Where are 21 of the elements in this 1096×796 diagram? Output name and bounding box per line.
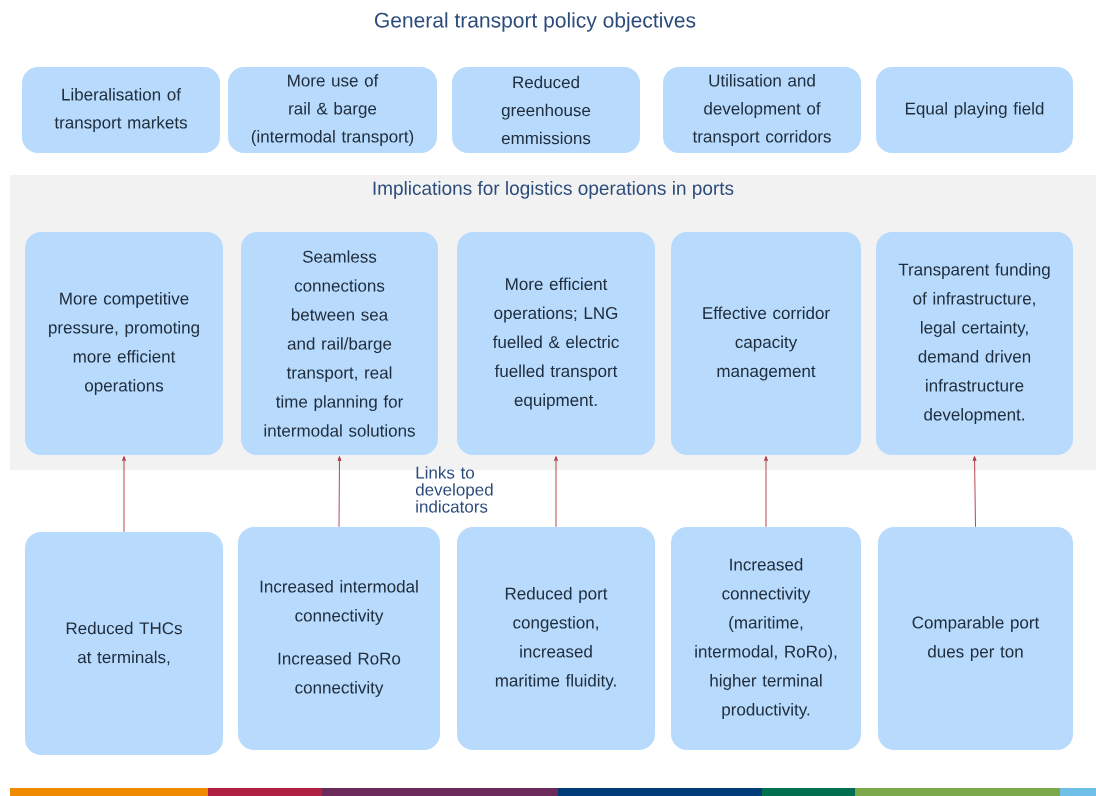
arrow xyxy=(764,456,768,528)
implication-box: More competitive pressure, promoting more efficient operations xyxy=(25,232,223,455)
implication-box: Seamless connections between sea and rail/barge transport, real time planning for intermodal solutions xyxy=(241,232,438,455)
indicator-box: Increased connectivity (maritime, intermodal, RoRo), higher terminal productivity. xyxy=(671,527,861,750)
implication-box: Effective corridor capacity management xyxy=(671,232,861,455)
indicator-box: Reduced port congestion, increased maritime fluidity. xyxy=(457,527,655,750)
objective-box: Liberalisation of transport markets xyxy=(22,67,220,153)
indicator-box: Reduced THCs at terminals, xyxy=(25,532,223,755)
objective-box: Reduced greenhouse emmissions xyxy=(452,67,640,153)
arrow xyxy=(554,456,558,528)
objective-box: Utilisation and development of transport corridors xyxy=(663,67,861,153)
arrow xyxy=(122,456,126,533)
implication-box: Transparent funding of infrastructure, legal certainty, demand driven infrastructure development. xyxy=(876,232,1073,455)
objective-box: More use of rail & barge (intermodal transport) xyxy=(228,67,437,153)
indicator-box: Increased intermodal connectivity Increased RoRo connectivity xyxy=(238,527,440,750)
arrow xyxy=(337,456,342,528)
arrow xyxy=(972,456,977,528)
implication-box: More efficient operations; LNG fuelled & electric fuelled transport equipment. xyxy=(457,232,655,455)
objective-box: Equal playing field xyxy=(876,67,1073,153)
title: General transport policy objectives xyxy=(375,12,696,32)
indicator-box: Comparable port dues per ton xyxy=(878,527,1073,750)
